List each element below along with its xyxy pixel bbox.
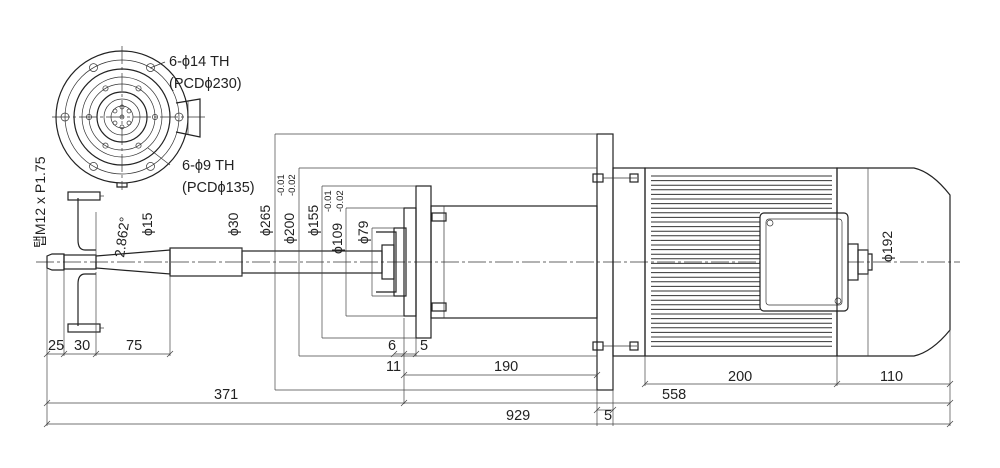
dim-phi192: ϕ192 — [879, 231, 895, 262]
motor-body — [644, 167, 873, 357]
taper-angle: 2.862° — [111, 216, 133, 258]
dim-200: 200 — [728, 369, 752, 385]
dim-phi109-tol-upper: -0.01 — [323, 190, 334, 212]
dim-phi200: ϕ200 — [281, 213, 297, 244]
end-view — [52, 46, 206, 190]
dimension-lines — [43, 133, 954, 428]
inner-holes-note: 6-ϕ9 TH — [182, 158, 234, 174]
dim-190: 190 — [494, 359, 518, 375]
dim-6: 6 — [388, 338, 396, 354]
dim-25: 25 — [48, 338, 64, 354]
dim-929: 929 — [506, 408, 530, 424]
dim-phi265: ϕ265 — [257, 205, 273, 236]
dim-phi200-tol-lower: -0.02 — [287, 174, 298, 196]
dim-phi30: ϕ30 — [225, 212, 241, 236]
dim-75: 75 — [126, 338, 142, 354]
dim-phi15: ϕ15 — [139, 212, 155, 236]
dim-phi200-tol-upper: -0.01 — [276, 174, 287, 196]
dim-110: 110 — [880, 369, 903, 385]
outer-pcd-note: (PCDϕ230) — [169, 76, 242, 92]
thread-callout: 탭M12 x P1.75 — [32, 156, 48, 248]
dim-phi109: ϕ109 — [329, 223, 345, 254]
dim-11: 11 — [386, 359, 401, 375]
dim-phi79: ϕ79 — [355, 220, 371, 244]
dim-phi109-tol-lower: -0.02 — [335, 190, 346, 212]
dim-371: 371 — [214, 387, 238, 403]
dim-5-top: 5 — [420, 338, 428, 354]
dim-5-bottom: 5 — [604, 408, 612, 424]
dim-558: 558 — [662, 387, 686, 403]
dim-phi155: ϕ155 — [305, 205, 321, 236]
cooling-fins — [651, 175, 832, 347]
inner-pcd-note: (PCDϕ135) — [182, 180, 255, 196]
outer-holes-note: 6-ϕ14 TH — [169, 54, 230, 70]
dim-30: 30 — [74, 338, 90, 354]
